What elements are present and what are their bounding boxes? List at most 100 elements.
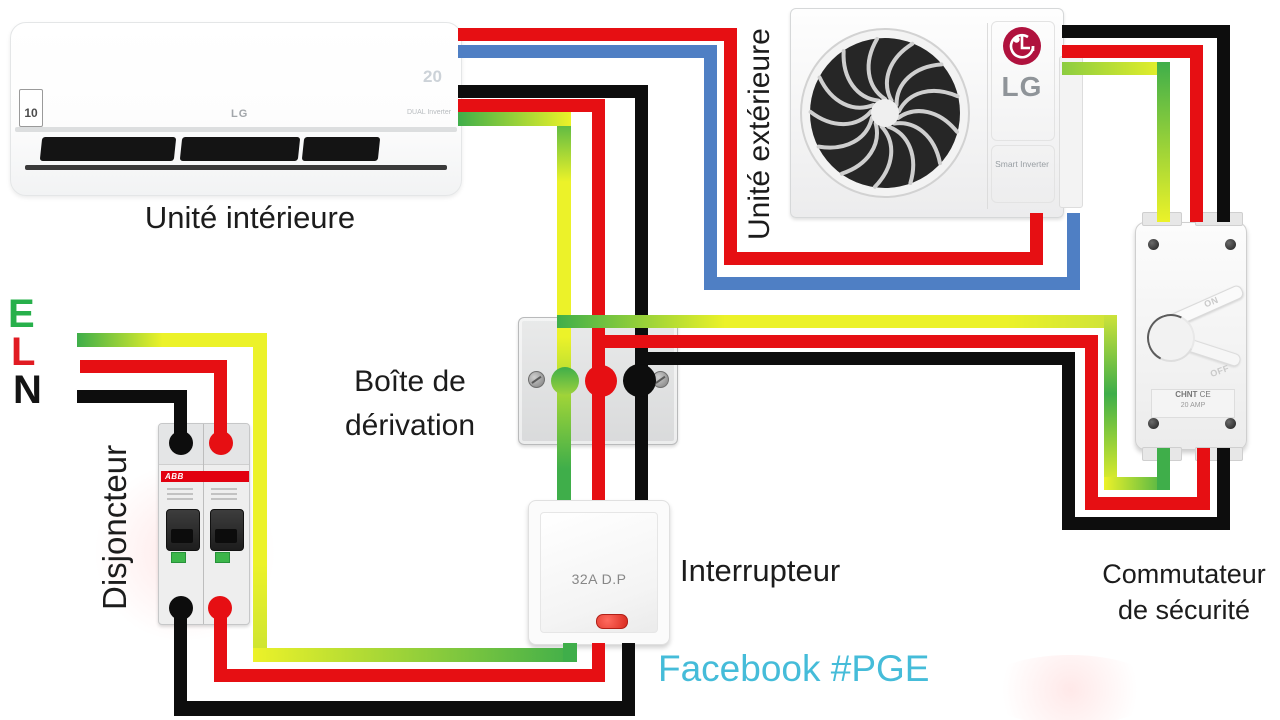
junction-dot-earth [551,367,579,395]
wire-neutral-black [622,643,635,716]
isolator-switch: 32A D.P [528,500,670,645]
earth-terminal-label: E [8,292,35,336]
warranty-10-badge: 10 [19,89,43,127]
wire-neutral-black [635,85,648,500]
vent-lip [25,165,447,170]
junction-box-label-line1: Boîte de [354,365,466,398]
breaker-print-line [167,498,193,500]
safety-switch-screw [1148,239,1159,250]
breaker-terminal [209,431,233,455]
panel-divider [987,23,988,209]
pink-smudge [980,655,1160,720]
safety-switch-label-line2: de sécurité [1117,595,1251,626]
wire-neutral-black [174,608,187,715]
line-terminal-label: L [11,330,36,374]
switch-label: Interrupteur [680,553,841,588]
wire-earth [557,315,1117,328]
switch-rating: 32A D.P [571,571,627,587]
wire-interconnect-blue [704,277,1080,290]
junction-box-label: Boîte de dérivation [320,360,500,447]
breaker-toggle[interactable] [210,509,244,551]
smart-inverter-text: Smart Inverter [995,159,1049,169]
wire-neutral-black [1217,448,1230,530]
wire-neutral-black [77,390,187,403]
ce-mark: CE [1199,390,1211,399]
wire-interconnect-red [724,252,1043,265]
wire-earth [557,112,571,500]
wire-earth [1104,315,1117,490]
wire-live-red [80,360,227,373]
safety-switch: ON OFF CHNT CE 20 AMP [1135,212,1247,461]
breaker-print-line [167,493,193,495]
outdoor-unit: LG Smart Inverter [790,8,1083,218]
indoor-unit: 10 LG 20 DUAL Inverter [10,22,462,196]
breaker-print-line [211,488,237,490]
model-groove [991,145,1055,203]
safety-switch-label-line1: Commutateur [1102,559,1266,589]
temperature-display: 20 [423,67,442,86]
chnt-brand: CHNT [1175,390,1198,399]
logo-groove [991,21,1055,141]
safety-switch-label: Commutateur de sécurité [1084,556,1280,629]
wire-interconnect-red [724,28,737,265]
wire-live-red [592,99,605,500]
outdoor-unit-label: Unité extérieure [743,28,776,240]
switch-plate[interactable]: 32A D.P [540,512,658,633]
circuit-breaker: ABB [158,423,250,625]
junction-dot-live [585,365,617,397]
breaker-pole-divider [203,424,204,624]
breaker-toggle[interactable] [166,509,200,551]
pilot-light [596,614,628,629]
dual-inverter-text: DUAL Inverter [407,109,452,116]
indoor-unit-label: Unité intérieure [144,200,356,235]
lg-wordmark: LG [1001,71,1043,102]
wire-earth [253,333,267,662]
wire-earth [77,333,267,347]
wire-live-red [1085,497,1210,510]
safety-switch-screw [1225,418,1236,429]
abb-brand-band: ABB [161,471,249,482]
watermark-text: Facebook #PGE [658,648,930,689]
wire-live-red [592,643,605,682]
vent-divider [15,127,457,132]
lg-logo-small: LG [231,108,249,120]
wire-earth [1062,62,1170,75]
wire-neutral-black [1062,517,1230,530]
wire-live-red [458,99,605,112]
wire-interconnect-red [1030,213,1043,265]
wire-neutral-black [635,352,1075,365]
rating-plate: CHNT CE 20 AMP [1151,389,1235,418]
wire-live-red [1062,45,1203,58]
breaker-terminal [208,596,232,620]
vent-slat [179,137,301,161]
wire-earth [563,643,577,662]
wire-neutral-black [174,390,187,443]
wire-interconnect-blue [704,45,717,290]
breaker-terminal [169,431,193,455]
safety-switch-screw [1148,418,1159,429]
wire-live-red [1190,45,1203,222]
wire-earth [458,112,571,126]
breaker-terminal [169,596,193,620]
junction-box-screw [528,371,545,388]
breaker-green-indicator [171,552,186,563]
wire-earth [1157,448,1170,490]
breaker-label: Disjoncteur [96,444,133,610]
wire-interconnect-red [458,28,737,41]
wire-earth [1157,62,1170,222]
wire-live-red [214,669,605,682]
wire-neutral-black [1217,25,1230,222]
wire-live-red [1085,335,1098,510]
safety-switch-screw [1225,239,1236,250]
fan-grille [800,28,970,198]
amp-rating: 20 AMP [1180,401,1206,409]
off-label: OFF [1208,362,1231,380]
wire-earth [1104,477,1170,490]
wire-neutral-black [1062,25,1230,38]
wire-earth [253,648,577,662]
lg-logo [1003,27,1041,65]
junction-dot-neutral [623,364,656,397]
breaker-print-line [211,498,237,500]
breaker-print-line [211,493,237,495]
